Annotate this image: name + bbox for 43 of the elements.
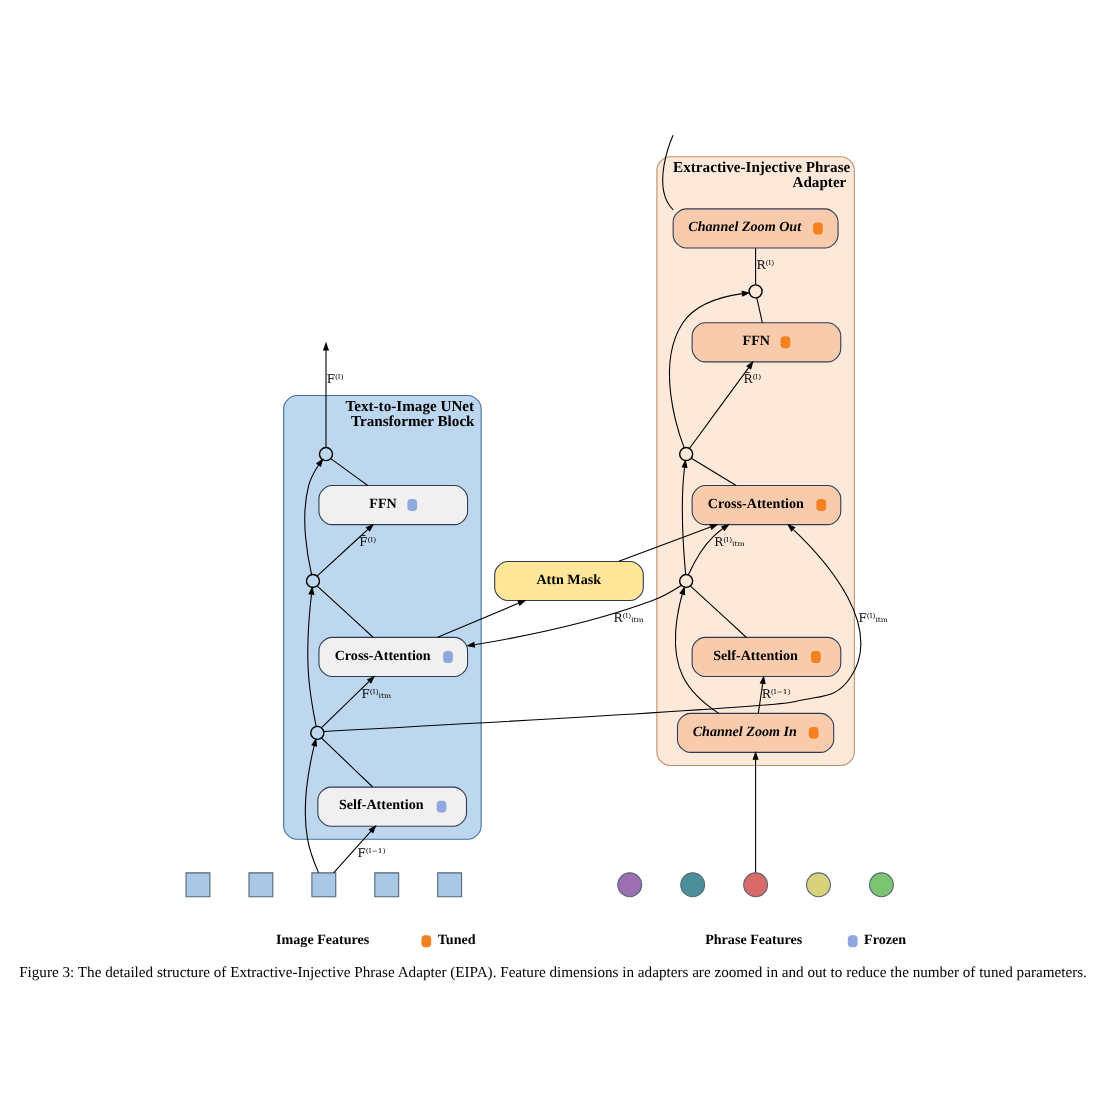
connector	[756, 296, 763, 323]
node-circle	[678, 572, 694, 588]
node-circle	[806, 871, 831, 897]
node-circle	[678, 445, 694, 461]
arrow	[304, 457, 324, 574]
connector	[690, 584, 747, 637]
node-circle	[617, 871, 643, 897]
node-box	[248, 871, 274, 897]
node-box	[374, 871, 400, 897]
arrow	[307, 585, 317, 726]
arrow	[316, 522, 375, 576]
arrow	[466, 583, 682, 647]
arrow	[669, 289, 751, 447]
arrow	[689, 359, 754, 448]
arrow	[304, 736, 320, 873]
node-box	[185, 871, 211, 897]
connector	[321, 736, 374, 787]
node-circle	[748, 283, 763, 298]
connector	[755, 246, 757, 285]
node-circle	[868, 871, 894, 897]
arrow	[322, 340, 330, 447]
connector	[662, 133, 674, 210]
node-circle	[318, 445, 334, 461]
node-circle	[305, 572, 321, 588]
arrow	[333, 824, 377, 873]
connector	[690, 456, 737, 486]
node-circle	[310, 724, 325, 740]
arrow	[674, 585, 720, 713]
connector	[316, 584, 374, 637]
node-box	[437, 871, 463, 897]
arrow	[757, 674, 766, 713]
arrow	[437, 598, 527, 637]
node-circle	[743, 871, 769, 897]
node-circle	[680, 871, 706, 897]
node-box	[311, 871, 337, 897]
caption: Figure 3: The detailed structure of Extractive-Injective Phrase Adapter (EIPA). Feature dimensions in adapters are zoomed in and out to reduce the number of tuned parameters.	[19, 962, 1087, 981]
connector	[330, 457, 369, 486]
arrow	[681, 458, 688, 574]
arrow	[618, 523, 719, 561]
arrow	[687, 522, 730, 575]
arrow	[321, 674, 376, 727]
arrow	[752, 750, 759, 872]
arrow	[323, 522, 862, 731]
